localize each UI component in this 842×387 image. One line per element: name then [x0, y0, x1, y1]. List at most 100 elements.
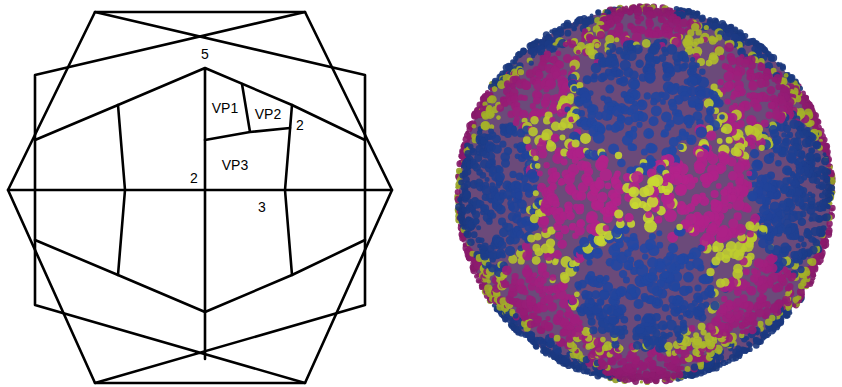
protein-density — [544, 322, 553, 331]
protein-density — [771, 303, 779, 311]
protein-density — [740, 330, 745, 335]
protein-density — [474, 274, 479, 279]
protein-density — [554, 335, 561, 342]
protein-density — [768, 55, 775, 62]
protein-density — [780, 65, 786, 71]
protein-density — [467, 238, 475, 246]
protein-density — [604, 25, 610, 31]
protein-density — [480, 172, 487, 179]
capsid-surface — [454, 3, 835, 385]
capsid-base — [459, 8, 831, 380]
protein-density — [728, 57, 736, 65]
protein-density — [472, 124, 477, 129]
protein-density — [664, 363, 669, 368]
protein-density — [573, 21, 579, 27]
protein-density — [511, 95, 519, 103]
protein-density — [472, 211, 480, 219]
protein-density — [469, 120, 476, 127]
protein-density — [763, 308, 771, 316]
protein-density — [785, 286, 790, 291]
icosahedron-outline — [8, 12, 392, 383]
protein-density — [813, 141, 821, 149]
protein-density — [671, 372, 677, 378]
protein-density — [489, 124, 494, 129]
protein-density — [821, 157, 829, 165]
protein-density — [635, 18, 641, 24]
icosahedron-edges — [35, 12, 365, 383]
protein-density — [513, 314, 520, 321]
protein-density — [652, 31, 658, 37]
protein-density — [509, 309, 515, 315]
protein-density — [476, 225, 481, 230]
protein-density — [628, 11, 632, 15]
protein-density — [826, 221, 832, 227]
protein-density — [640, 380, 643, 383]
protein-density — [485, 177, 490, 182]
protein-density — [573, 26, 577, 30]
protein-density — [615, 368, 623, 376]
protein-density — [531, 332, 535, 336]
protein-density — [724, 43, 734, 53]
protein-density — [735, 345, 741, 351]
protein-density — [512, 60, 517, 65]
protein-density — [819, 193, 825, 199]
protein-density — [816, 184, 821, 189]
protein-density — [492, 135, 501, 144]
protein-density — [522, 81, 531, 90]
protein-density — [804, 228, 810, 234]
protein-density — [685, 366, 691, 372]
protein-density — [581, 38, 586, 43]
protein-density — [551, 48, 556, 53]
protein-density — [689, 15, 693, 19]
protein-density — [767, 86, 776, 95]
protein-density — [492, 86, 498, 92]
protein-density — [521, 51, 526, 56]
protein-density — [510, 83, 516, 89]
protein-density — [746, 341, 751, 346]
protein-density — [614, 37, 619, 42]
protein-density — [669, 18, 673, 22]
protein-density — [704, 25, 709, 30]
protein-density — [471, 231, 478, 238]
protein-density — [663, 33, 668, 38]
protein-density — [487, 280, 491, 284]
protein-density — [801, 242, 807, 248]
protein-density — [823, 152, 827, 156]
protein-density — [745, 38, 753, 46]
protein-density — [748, 326, 757, 335]
protein-density — [786, 286, 792, 292]
protein-density — [801, 279, 806, 284]
protein-density — [802, 138, 811, 147]
protein-density — [595, 9, 601, 15]
protein-density — [529, 60, 534, 65]
protein-density — [785, 291, 790, 296]
protein-density — [719, 55, 725, 61]
protein-density — [518, 69, 524, 75]
capsid-tiling — [118, 68, 292, 312]
protein-density — [653, 29, 662, 38]
protein-density — [693, 14, 698, 19]
protein-density — [549, 333, 554, 338]
protein-density — [473, 218, 480, 225]
protein-density — [796, 243, 801, 248]
protein-density — [813, 142, 819, 148]
tiling-spokes — [8, 105, 392, 359]
protein-density — [565, 30, 572, 37]
protein-density — [777, 63, 781, 67]
protein-density — [757, 321, 763, 327]
protein-density — [816, 202, 821, 207]
protein-density — [503, 102, 508, 107]
protein-density — [784, 73, 789, 78]
protein-density — [826, 231, 830, 235]
protein-density — [793, 297, 799, 303]
protein-density — [615, 18, 619, 22]
protein-density — [481, 243, 489, 251]
protein-density — [809, 217, 814, 222]
protein-density — [486, 218, 493, 225]
protein-density — [807, 259, 812, 264]
protein-density — [479, 237, 485, 243]
protein-density — [488, 95, 496, 103]
protein-density — [757, 63, 765, 71]
protein-density — [572, 26, 577, 31]
protein-density — [709, 37, 717, 45]
